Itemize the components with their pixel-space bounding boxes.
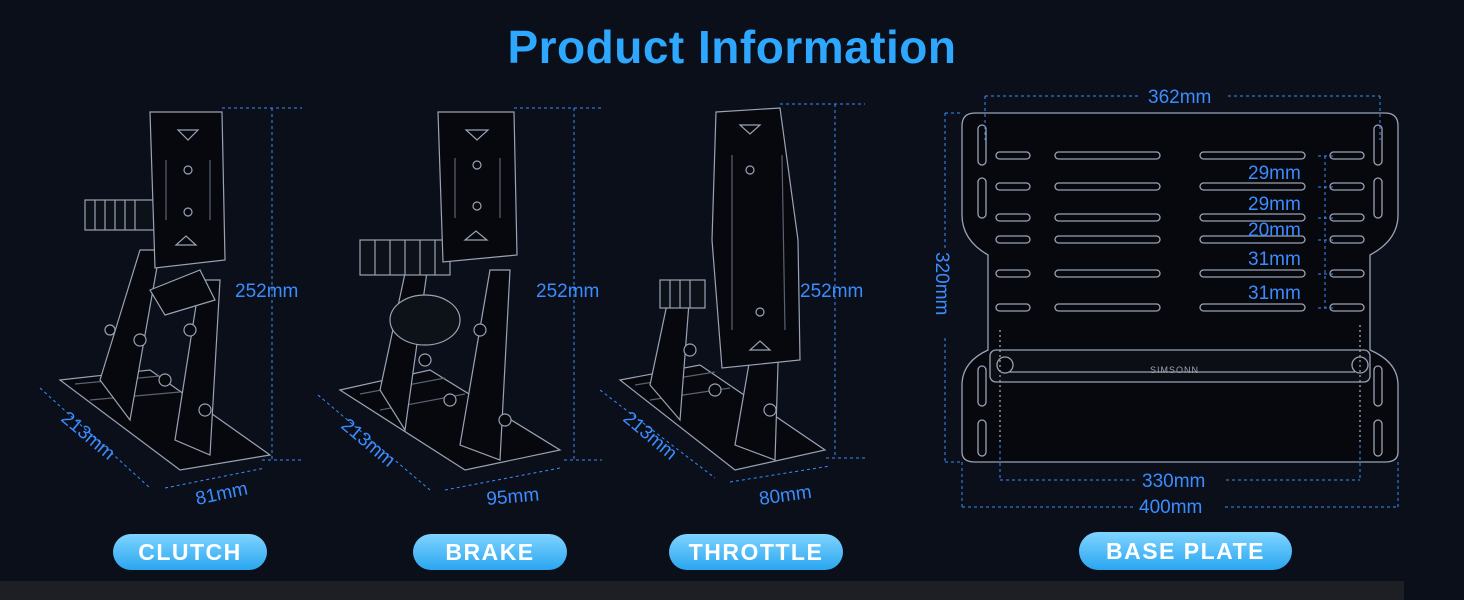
slot-spacing-3-label: 20mm xyxy=(1248,220,1301,241)
throttle-pedal-drawing xyxy=(618,107,827,471)
brake-width-label: 95mm xyxy=(486,484,540,510)
slot-spacing-4-label: 31mm xyxy=(1248,249,1301,270)
clutch-height-label: 252mm xyxy=(235,281,298,302)
brake-dimensions xyxy=(317,107,602,491)
brake-pedal-drawing xyxy=(338,111,562,471)
clutch-label-badge: CLUTCH xyxy=(113,534,267,570)
base-plate-dimensions xyxy=(944,95,1399,508)
page-title: Product Information xyxy=(507,21,957,73)
base-plate-inner-width-label: 330mm xyxy=(1142,471,1205,492)
throttle-width-label: 80mm xyxy=(758,482,813,510)
throttle-height-label: 252mm xyxy=(800,281,863,302)
brake-height-label: 252mm xyxy=(536,281,599,302)
brake-depth-label: 213mm xyxy=(337,415,399,472)
base-plate-label-badge: BASE PLATE xyxy=(1079,532,1292,570)
footer-bar xyxy=(0,581,1404,600)
base-plate-drawing xyxy=(961,112,1399,463)
base-plate-height-label: 320mm xyxy=(931,252,952,315)
clutch-width-label: 81mm xyxy=(194,478,250,510)
base-plate-brand: SIMSONN xyxy=(1150,365,1199,375)
brake-label-badge: BRAKE xyxy=(413,534,567,570)
base-plate-outer-width-label: 400mm xyxy=(1139,497,1202,518)
slot-spacing-1-label: 29mm xyxy=(1248,163,1301,184)
throttle-dimensions xyxy=(599,103,865,483)
clutch-dimensions xyxy=(39,107,302,489)
throttle-label-badge: THROTTLE xyxy=(669,534,843,570)
slot-spacing-5-label: 31mm xyxy=(1248,283,1301,304)
clutch-pedal-drawing xyxy=(58,111,272,471)
base-plate-top-width-label: 362mm xyxy=(1148,87,1211,108)
slot-spacing-2-label: 29mm xyxy=(1248,194,1301,215)
